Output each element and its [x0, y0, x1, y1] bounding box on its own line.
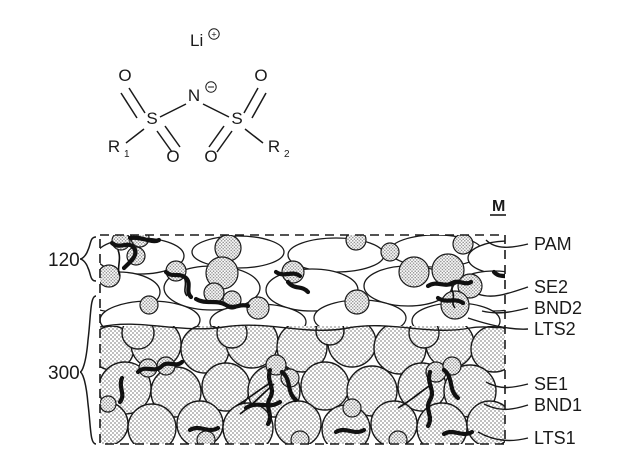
callout-lts1: LTS1	[477, 428, 576, 448]
electrode-cross-section	[99, 234, 506, 445]
brace-120: 120	[48, 236, 97, 282]
charge-plus-label: +	[211, 30, 216, 40]
chemical-structure-group: Li + N S S O O O O R 1 R 2	[108, 28, 290, 166]
atom-nitrogen: N	[188, 86, 200, 105]
se2-particles	[100, 235, 483, 320]
right-reference-labels: PAM SE2 BND2 LTS2 SE1 BND1 LTS1	[467, 234, 582, 448]
label-bnd1: BND1	[534, 395, 582, 415]
label-lts2: LTS2	[534, 319, 576, 339]
atom-oxygen-top-right: O	[254, 66, 267, 85]
chemical-bonds	[120, 87, 267, 153]
substituent-r1: R 1	[108, 137, 130, 160]
layer-label-300: 300	[48, 363, 80, 384]
atom-oxygen-bottom-right: O	[204, 147, 217, 166]
label-se2: SE2	[534, 277, 568, 297]
label-lts1: LTS1	[534, 428, 576, 448]
callout-pam: PAM	[485, 234, 572, 254]
layer-120-upper	[100, 235, 505, 328]
substituent-r2: R 2	[268, 137, 290, 160]
label-bnd2: BND2	[534, 298, 582, 318]
substituent-r2-subscript: 2	[284, 149, 290, 160]
atom-oxygen-bottom-left: O	[166, 147, 179, 166]
layer-300-lower	[100, 326, 505, 444]
layer-interface-line	[99, 323, 506, 331]
bnd1-binder-thin	[235, 381, 433, 415]
substituent-r1-subscript: 1	[124, 149, 130, 160]
callout-se2: SE2	[477, 277, 568, 297]
page-title: M	[492, 198, 505, 215]
charge-minus-icon	[205, 81, 217, 93]
figure-title-M: M	[490, 198, 506, 216]
atom-sulfur-right: S	[231, 109, 242, 128]
electrode-boundary-dashed	[99, 234, 506, 445]
label-se1: SE1	[534, 374, 568, 394]
substituent-r2-symbol: R	[268, 137, 280, 156]
atom-oxygen-top-left: O	[118, 66, 131, 85]
charge-plus-icon: +	[208, 28, 220, 40]
bnd2-binder	[109, 235, 505, 309]
layer-label-120: 120	[48, 250, 80, 271]
bnd1-binder	[117, 359, 475, 437]
callout-bnd2: BND2	[481, 298, 582, 318]
left-layer-labels: 120 300	[48, 236, 97, 445]
atom-lithium: Li	[190, 31, 203, 50]
brace-300: 300	[48, 295, 97, 445]
label-pam: PAM	[534, 234, 572, 254]
atom-sulfur-left: S	[146, 109, 157, 128]
callout-lts2: LTS2	[467, 317, 576, 339]
substituent-r1-symbol: R	[108, 137, 120, 156]
bnd2-binder-thin	[117, 249, 456, 309]
callout-se1: SE1	[485, 374, 568, 394]
callout-bnd1: BND1	[483, 395, 582, 415]
